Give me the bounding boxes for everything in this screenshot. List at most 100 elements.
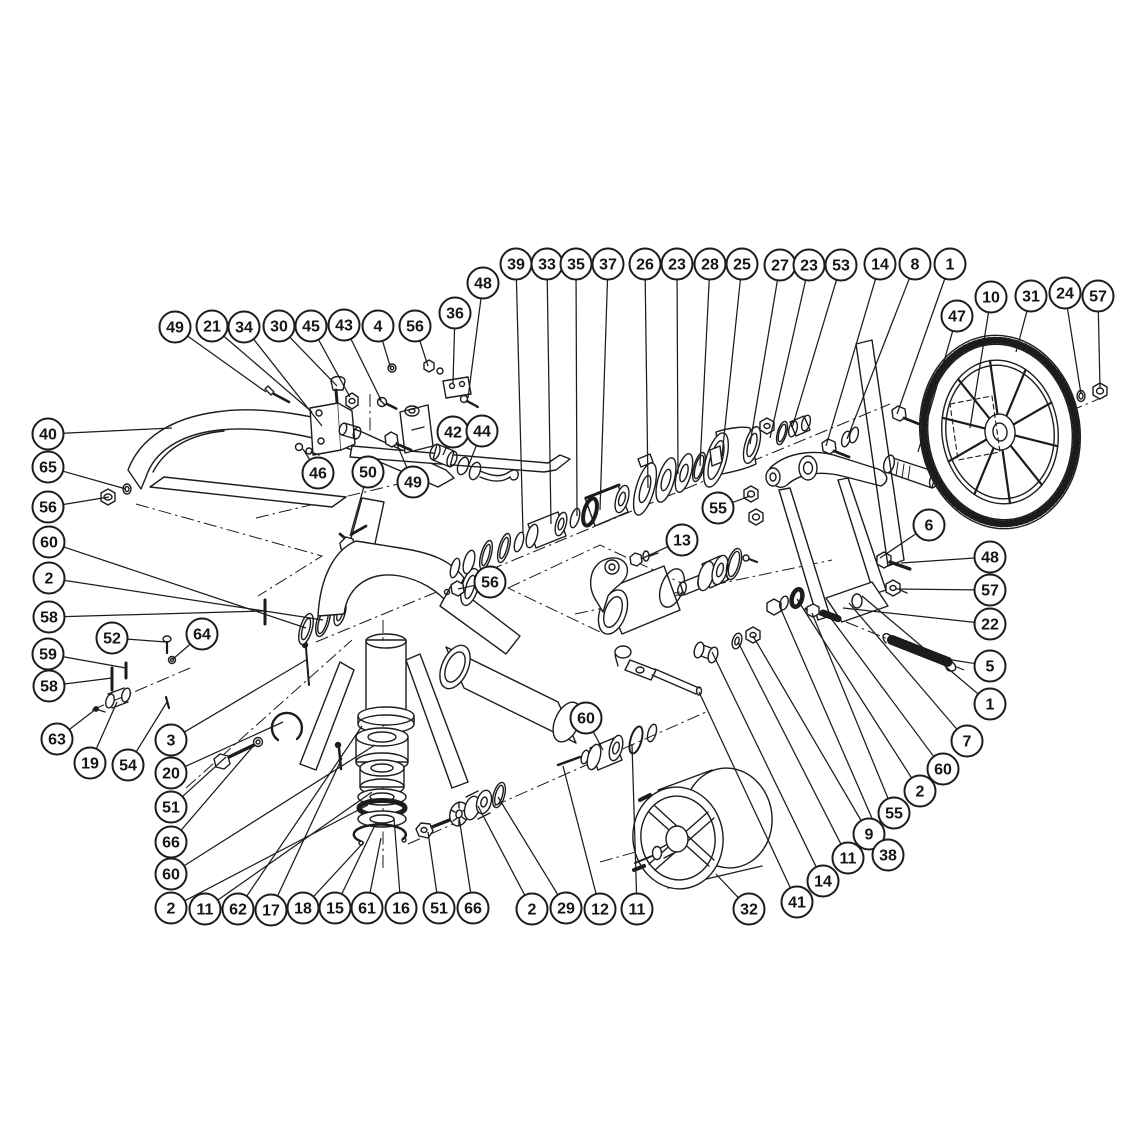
callout-66-balloon-61: 66 [456,891,490,925]
callout-14-balloon-68: 14 [806,864,840,898]
leader-line-25-7 [721,279,742,457]
balloon-circle [974,280,1008,314]
leader-line-29-63 [497,796,559,896]
callout-2-balloon-73: 2 [903,774,937,808]
callout-63-balloon-44: 63 [40,722,74,756]
callout-47-balloon-14: 47 [940,299,974,333]
leader-line-41-67 [698,691,792,889]
leader-line-13-83 [640,545,669,560]
callout-number: 61 [358,901,376,918]
balloon-circle [549,891,583,925]
balloon-circle [384,891,418,925]
callout-38-balloon-71: 38 [871,838,905,872]
leader-line-40-34 [63,427,173,434]
balloon-circle [40,722,74,756]
callout-number: 2 [528,902,537,919]
balloon-circle [31,450,65,484]
diagram-line-art [93,334,1108,890]
callout-number: 51 [430,901,448,918]
balloon-circle [973,649,1007,683]
callout-number: 2 [167,901,176,918]
callout-number: 62 [229,902,247,919]
callout-60-balloon-51: 60 [154,857,188,891]
callout-number: 23 [668,257,686,274]
balloon-circle [154,756,188,790]
leader-line-2-73 [796,598,913,779]
balloon-circle [154,857,188,891]
callout-56-balloon-26: 56 [398,309,432,343]
balloon-circle [973,687,1007,721]
balloon-circle [154,891,188,925]
callout-64-balloon-41: 64 [185,617,219,651]
balloon-circle [294,309,328,343]
clutch-disc-stack [449,405,921,579]
callout-37-balloon-3: 37 [591,247,625,281]
leader-line-6-81 [879,533,917,559]
balloon-circle [877,796,911,830]
balloon-circle [701,491,735,525]
leader-line-60-85 [592,731,604,751]
callout-2-balloon-62: 2 [515,892,549,926]
callout-number: 49 [404,475,422,492]
callout-number: 18 [294,901,312,918]
leader-line-22-78 [842,607,975,623]
callout-57-balloon-79: 57 [973,573,1007,607]
balloon-circle [660,247,694,281]
callout-1-balloon-13: 1 [933,247,967,281]
callout-61-balloon-58: 61 [350,891,384,925]
callout-14-balloon-11: 14 [863,247,897,281]
balloon-circle [473,565,507,599]
balloon-circle [438,296,472,330]
callout-11-balloon-69: 11 [831,841,865,875]
balloon-circle [188,892,222,926]
leader-line-58-39 [64,610,266,618]
callout-52-balloon-40: 52 [95,621,129,655]
callout-number: 16 [392,901,410,918]
callout-number: 52 [103,631,121,648]
leader-line-32-66 [715,873,739,899]
wheel-shaft [882,454,940,489]
callout-number: 45 [302,319,320,336]
callout-number: 11 [840,851,857,868]
callout-number: 2 [45,571,54,588]
callout-27-balloon-8: 27 [763,248,797,282]
leader-line-4-25 [381,340,392,370]
callout-number: 25 [733,257,751,274]
leader-line-5-77 [945,658,975,665]
balloon-circle [863,247,897,281]
callout-number: 7 [963,734,972,751]
leader-line-43-24 [350,338,382,401]
leader-line-12-64 [562,765,597,895]
callout-20-balloon-48: 20 [154,756,188,790]
balloon-circle [912,508,946,542]
callout-number: 65 [39,460,57,477]
callout-13-balloon-83: 13 [665,523,699,557]
callout-22-balloon-78: 22 [973,607,1007,641]
balloon-circle [327,308,361,342]
leader-line-48-28 [467,298,482,399]
leader-line-38-71 [779,606,883,842]
callout-number: 39 [507,257,525,274]
leader-line-1-76 [861,595,979,695]
balloon-circle [154,723,188,757]
leader-line-55-72 [811,612,889,799]
balloon-circle [871,838,905,872]
misc-center-nuts [443,580,465,597]
callout-51-balloon-60: 51 [422,891,456,925]
callout-number: 60 [162,867,180,884]
eye-bolt-link [614,645,703,696]
callout-number: 10 [982,290,1000,307]
callout-45-balloon-23: 45 [294,309,328,343]
balloon-circle [665,523,699,557]
leader-line-36-27 [452,328,456,384]
leader-line-51-60 [427,831,438,893]
leader-line-50-32 [349,486,365,537]
leader-line-23-9 [769,279,807,439]
callout-number: 27 [771,258,789,275]
callout-30-balloon-22: 30 [262,309,296,343]
callout-55-balloon-72: 55 [877,796,911,830]
callout-number: 4 [374,319,383,336]
balloon-circle [361,309,395,343]
callout-number: 3 [167,733,176,750]
balloon-circle [31,490,65,524]
